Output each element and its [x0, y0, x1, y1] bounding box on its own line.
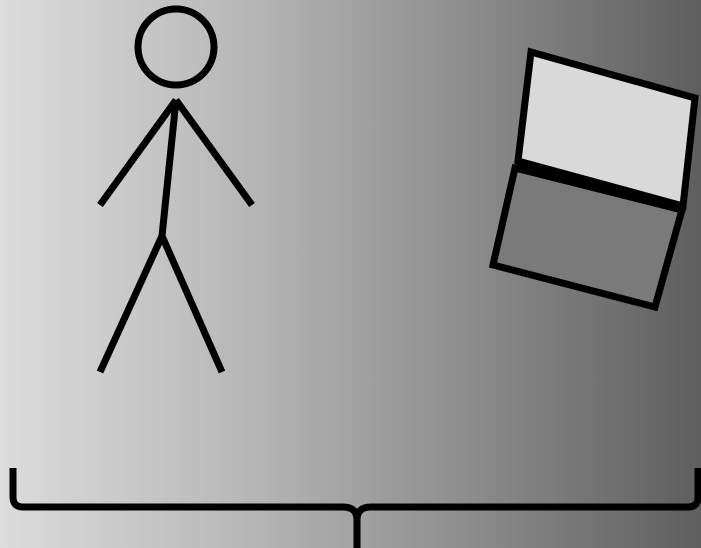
stick-figure-right-arm	[176, 100, 252, 205]
curly-brace-icon	[13, 468, 698, 548]
laptop-icon	[493, 52, 695, 307]
stick-figure-right-leg	[162, 236, 222, 372]
stick-figure-head	[138, 9, 214, 85]
stick-figure-left-leg	[100, 236, 162, 372]
stick-figure-icon	[100, 9, 252, 372]
